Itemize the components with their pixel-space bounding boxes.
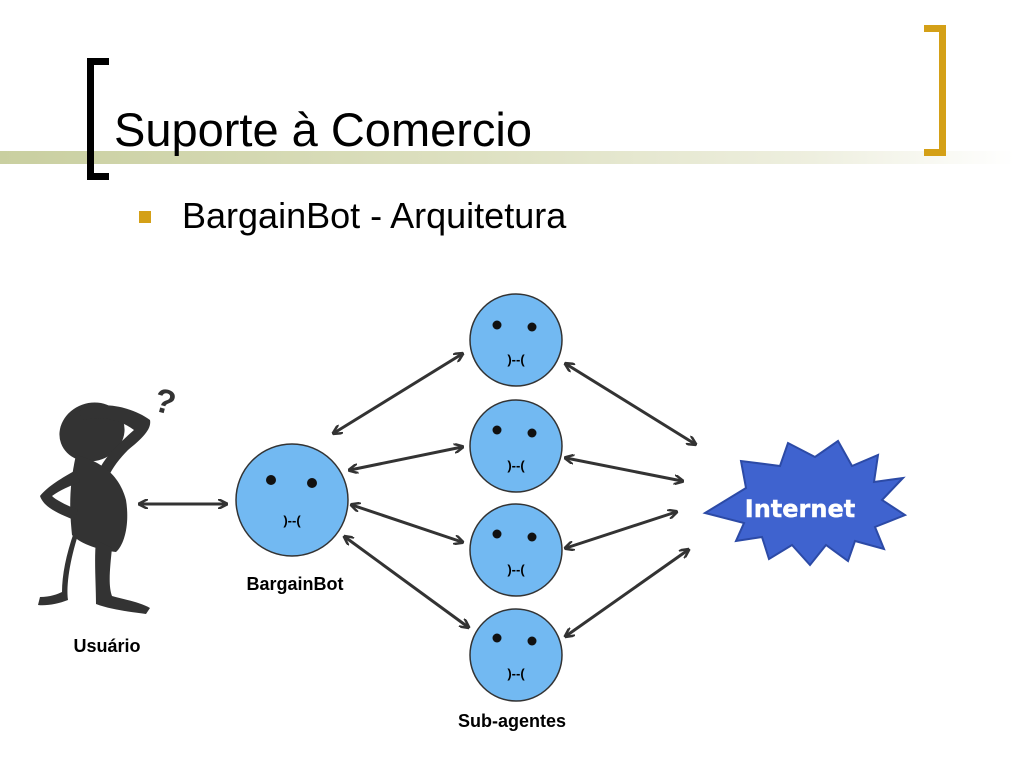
bullet-marker [139,211,151,223]
thinking-person-icon [38,402,151,614]
agent-mouth: )--( [507,352,525,367]
subagent-internet-arrow [566,364,695,444]
internet-cloud: Internet [702,439,908,567]
agent-mouth: )--( [507,666,525,681]
eye [527,322,537,332]
eye [527,532,537,542]
internet-label: Internet [745,495,855,523]
question-mark: ? [150,381,180,423]
subagents-label: Sub-agentes [458,711,566,731]
subagent-internet-arrow [566,458,682,481]
subagent-internet-arrow [566,512,676,548]
left-bracket [87,58,109,180]
eye [492,633,502,643]
bargainbot-subagent-arrow [352,505,462,542]
right-bracket [924,25,946,156]
smiley-face-icon [469,503,563,597]
smiley-face-icon [469,608,563,702]
bargainbot-label: BargainBot [246,574,343,594]
eye [492,529,502,539]
sub-agent: )--( [469,399,563,493]
eye [527,636,537,646]
sub-agent: )--( [469,608,563,702]
bullet-text: BargainBot - Arquitetura [182,195,567,236]
subagent-internet-arrow [566,550,688,636]
eye [307,478,317,488]
slide-title: Suporte à Comercio [114,103,532,156]
eye [527,428,537,438]
smiley-face-icon [235,443,349,557]
user-label: Usuário [73,636,140,656]
bargainbot-subagent-arrow [345,537,468,627]
agent-mouth: )--( [283,513,301,528]
title-rule [0,151,1015,164]
eye [492,320,502,330]
agent-mouth: )--( [507,458,525,473]
agent-mouth: )--( [507,562,525,577]
starburst-icon [702,439,908,567]
sub-agent: )--( [469,293,563,387]
eye [266,475,276,485]
eye [492,425,502,435]
bargainbot-subagent-arrow [350,447,462,470]
bargainbot-agent: )--( [235,443,349,557]
sub-agent: )--( [469,503,563,597]
smiley-face-icon [469,293,563,387]
smiley-face-icon [469,399,563,493]
bargainbot-subagent-arrow [334,354,462,433]
